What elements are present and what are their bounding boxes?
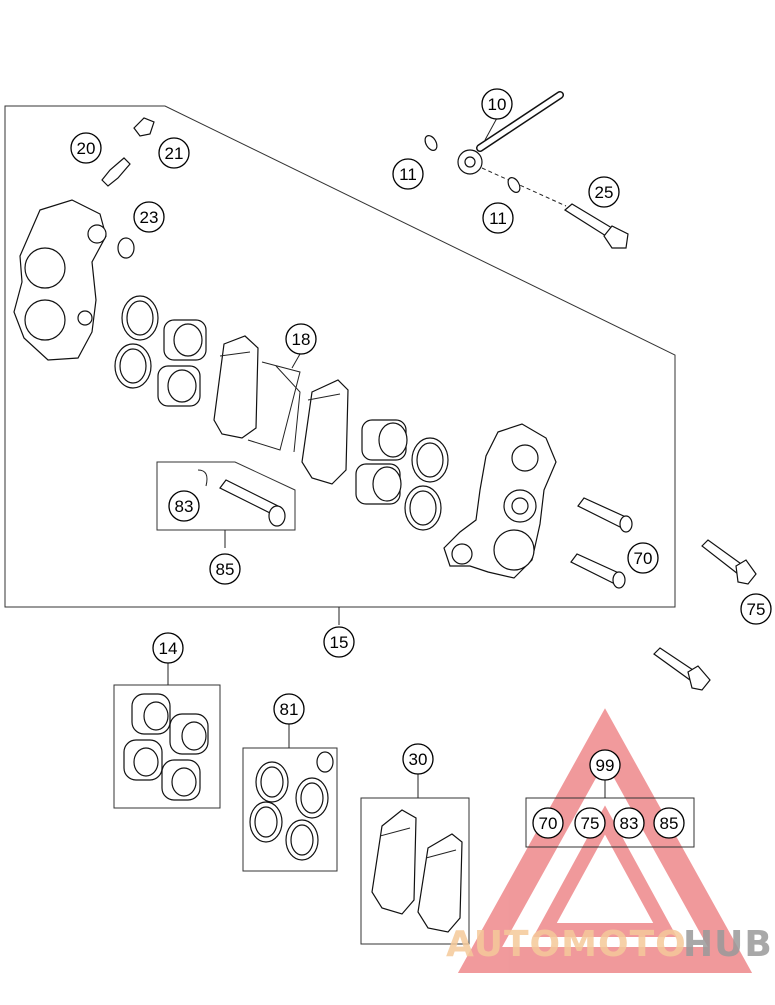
pistons-left xyxy=(157,319,207,407)
piston-kit-box xyxy=(113,684,221,809)
piston-kit xyxy=(123,693,209,801)
svg-text:70: 70 xyxy=(634,549,653,568)
kit-callout-75: 75 xyxy=(574,807,606,839)
svg-text:15: 15 xyxy=(330,633,349,652)
svg-text:25: 25 xyxy=(595,183,614,202)
svg-text:20: 20 xyxy=(77,139,96,158)
brake-line xyxy=(457,91,567,207)
washer-11-upper xyxy=(424,135,438,151)
callout-20: 20 xyxy=(70,132,102,164)
seal-kit xyxy=(249,751,334,861)
svg-text:81: 81 xyxy=(280,700,299,719)
washer-11-lower xyxy=(507,177,521,193)
callout-10: 10 xyxy=(481,88,513,120)
pad-spring xyxy=(247,361,301,453)
caliper-inner-half xyxy=(443,423,557,579)
callout-25: 25 xyxy=(588,176,620,208)
svg-text:75: 75 xyxy=(747,600,766,619)
kit-callout-70: 70 xyxy=(532,807,564,839)
bolts-70 xyxy=(570,497,633,589)
pad-pin xyxy=(197,469,286,527)
svg-text:85: 85 xyxy=(216,560,235,579)
callout-83: 83 xyxy=(168,490,200,522)
svg-text:30: 30 xyxy=(409,750,428,769)
kit-callout-85: 85 xyxy=(653,807,685,839)
callout-30: 30 xyxy=(402,743,434,775)
brake-pads-box xyxy=(360,797,470,945)
callout-18: 18 xyxy=(285,323,317,355)
banjo-bolt xyxy=(563,203,629,249)
svg-text:85: 85 xyxy=(660,814,679,833)
kit-callout-83: 83 xyxy=(613,807,645,839)
caliper-assembly-outline xyxy=(4,105,676,608)
callout-75: 75 xyxy=(740,593,772,625)
svg-text:11: 11 xyxy=(489,209,507,228)
pistons-right xyxy=(355,419,408,505)
svg-text:75: 75 xyxy=(581,814,600,833)
caliper-outer-half xyxy=(13,199,107,361)
svg-text:83: 83 xyxy=(620,814,639,833)
callout-99: 99 xyxy=(589,749,621,781)
brake-pads-set xyxy=(371,809,463,933)
svg-text:AUTOMOTO: AUTOMOTO xyxy=(446,924,687,965)
svg-text:HUB: HUB xyxy=(683,924,773,965)
piston-seals-left xyxy=(114,295,159,389)
svg-text:83: 83 xyxy=(175,497,194,516)
leader-18 xyxy=(291,353,301,369)
svg-text:14: 14 xyxy=(159,639,178,658)
callout-11-upper: 11 xyxy=(392,158,424,190)
leader-10 xyxy=(484,117,498,141)
svg-text:18: 18 xyxy=(292,330,311,349)
oring-23 xyxy=(117,237,135,259)
callout-15: 15 xyxy=(323,626,355,658)
watermark-text: AUTOMOTO HUB xyxy=(446,924,773,965)
callout-70: 70 xyxy=(627,542,659,574)
svg-text:10: 10 xyxy=(488,95,507,114)
seal-kit-box xyxy=(242,747,338,872)
brake-pads-assembly xyxy=(213,335,349,485)
callout-23: 23 xyxy=(133,201,165,233)
callout-81: 81 xyxy=(273,693,305,725)
piston-seals-right xyxy=(404,437,449,531)
pad-pin-box xyxy=(156,461,296,531)
callout-14: 14 xyxy=(152,632,184,664)
svg-text:21: 21 xyxy=(165,144,184,163)
callout-85: 85 xyxy=(209,553,241,585)
svg-text:23: 23 xyxy=(140,208,159,227)
svg-text:70: 70 xyxy=(539,814,558,833)
svg-text:99: 99 xyxy=(596,756,615,775)
callout-21: 21 xyxy=(158,137,190,169)
svg-text:11: 11 xyxy=(399,165,417,184)
bolt-kit-box xyxy=(525,797,695,848)
bolts-75 xyxy=(653,539,757,691)
callout-11-lower: 11 xyxy=(482,202,514,234)
bleeder-valve xyxy=(101,117,155,187)
